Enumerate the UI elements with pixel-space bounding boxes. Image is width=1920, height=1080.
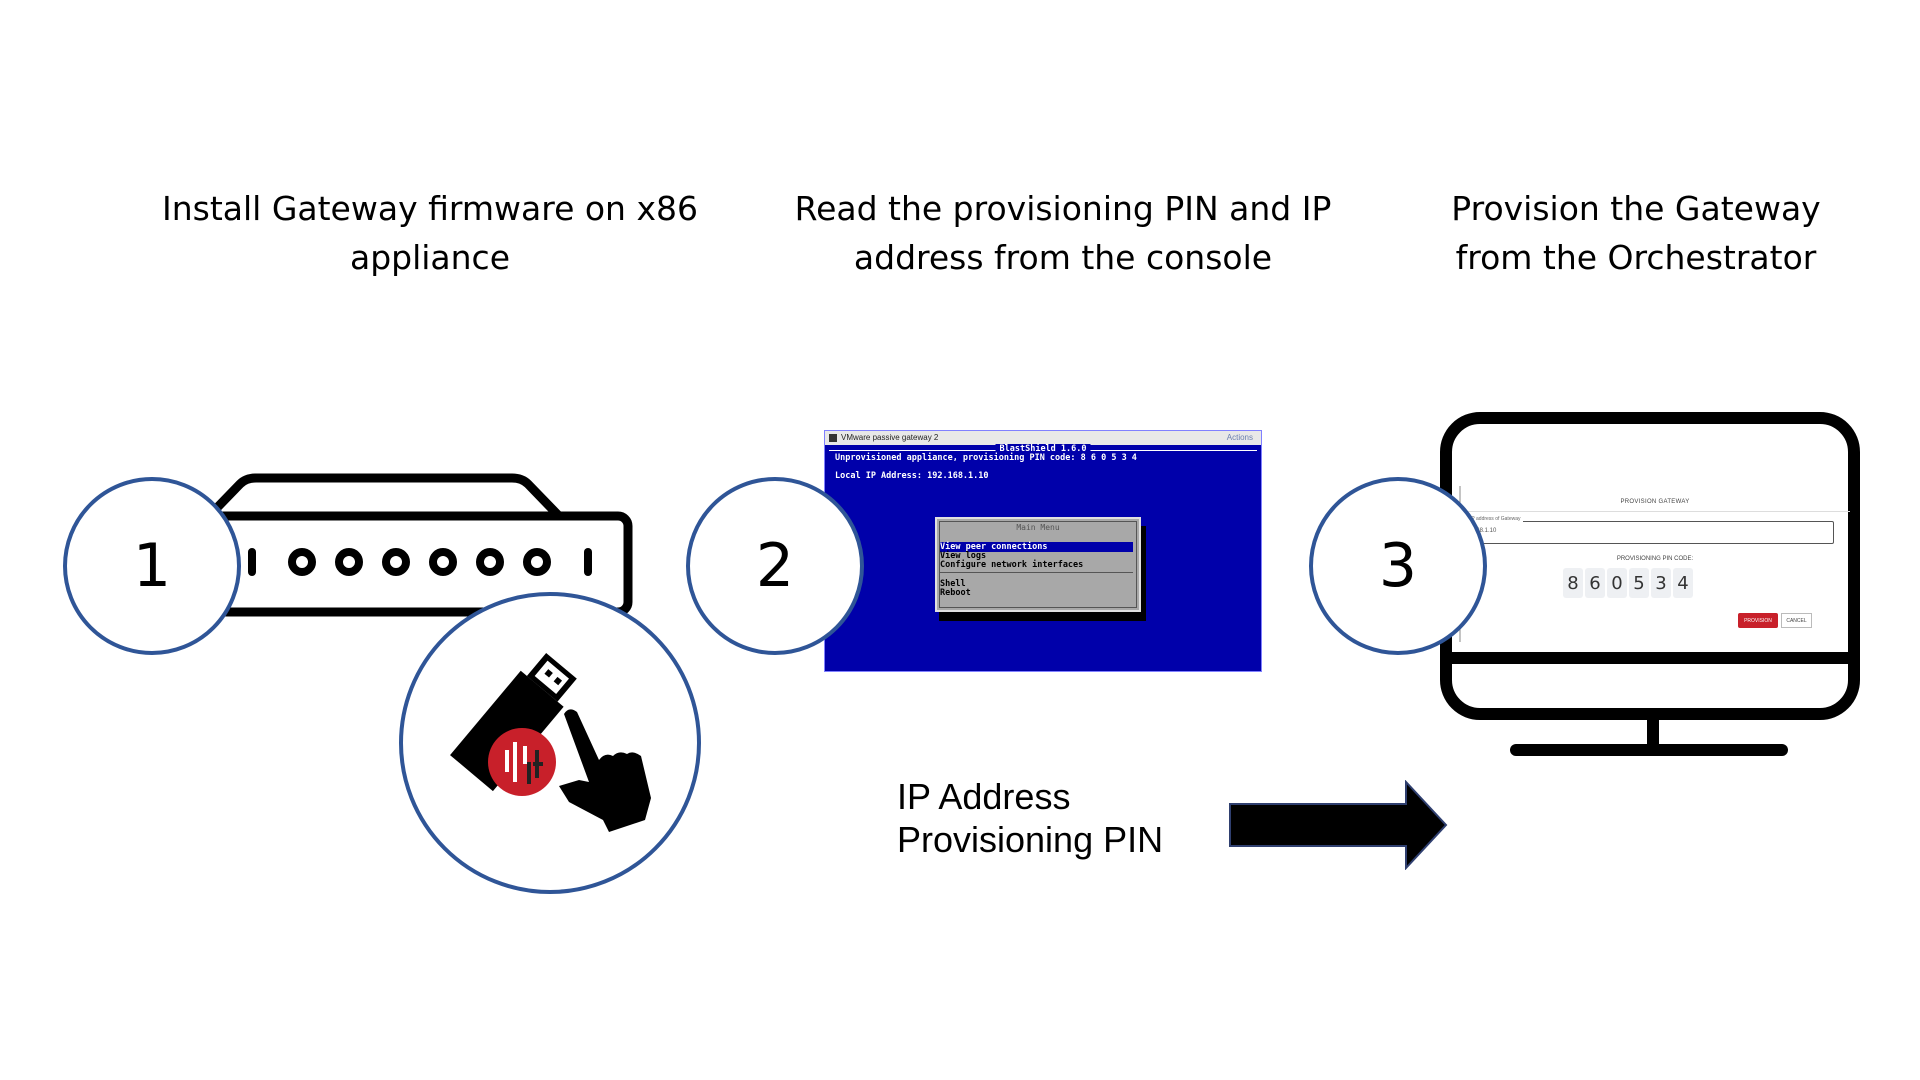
menu-frame [939, 521, 1137, 608]
step-1-title: Install Gateway firmware on x86 applianc… [162, 189, 698, 277]
step-1-badge: 1 [63, 477, 241, 655]
console-window-title: VMware passive gateway 2 [841, 433, 939, 442]
pin-digit-5[interactable]: 3 [1651, 568, 1671, 598]
step-2-number: 2 [755, 531, 795, 601]
gateway-ip-input[interactable] [1466, 521, 1834, 544]
usb-install-badge [399, 592, 701, 894]
pin-code-inputs: 8 6 0 5 3 4 [1563, 568, 1693, 598]
console-actions-menu[interactable]: Actions [1226, 433, 1253, 442]
pin-digit-2[interactable]: 6 [1585, 568, 1605, 598]
gateway-ip-value: 2.168.1.10 [1468, 528, 1497, 534]
step-2-title: Read the provisioning PIN and IP address… [794, 189, 1332, 277]
console-product-version: BlastShield 1.6.0 [995, 444, 1091, 454]
usb-drive-icon [450, 652, 577, 792]
provision-button[interactable]: PROVISION [1738, 613, 1778, 628]
step-1-number: 1 [132, 531, 172, 601]
pointing-hand-icon [559, 709, 651, 832]
step-3-title: Provision the Gateway from the Orchestra… [1451, 189, 1821, 277]
menu-item-reboot[interactable]: Reboot [940, 588, 971, 598]
menu-title: Main Menu [1016, 523, 1060, 532]
dialog-title: PROVISION GATEWAY [1620, 499, 1690, 505]
pin-digit-1[interactable]: 8 [1563, 568, 1583, 598]
menu-separator [940, 572, 1133, 573]
pin-digit-3[interactable]: 0 [1607, 568, 1627, 598]
usb-install-illustration [450, 652, 651, 832]
step-3-badge: 3 [1309, 477, 1487, 655]
menu-item-view-peer-connections[interactable]: View peer connections [940, 542, 1133, 552]
cancel-button[interactable]: CANCEL [1781, 613, 1812, 628]
step-3-number: 3 [1378, 531, 1418, 601]
console-status-line: Unprovisioned appliance, provisioning PI… [835, 453, 1137, 463]
console-window: VMware passive gateway 2 Actions BlastSh… [824, 430, 1262, 672]
menu-item-view-logs[interactable]: View logs [940, 551, 987, 561]
transfer-label: IP Address Provisioning PIN [897, 776, 1164, 860]
dialog-separator [1460, 511, 1850, 512]
gateway-ip-label: IP address of Gateway [1468, 516, 1523, 522]
brand-logo-icon [488, 728, 556, 796]
console-main-menu: Main Menu View peer connections View log… [935, 517, 1141, 612]
pin-code-label: PROVISIONING PIN CODE: [1616, 556, 1694, 562]
console-ip-line: Local IP Address: 192.168.1.10 [835, 471, 989, 481]
menu-item-shell[interactable]: Shell [940, 579, 966, 589]
step-2-badge: 2 [686, 477, 864, 655]
menu-item-configure-network[interactable]: Configure network interfaces [940, 560, 1084, 570]
right-arrow-icon [1229, 780, 1448, 870]
vm-window-icon [829, 434, 837, 442]
console-titlebar: VMware passive gateway 2 Actions [825, 431, 1261, 445]
pin-digit-6[interactable]: 4 [1673, 568, 1693, 598]
pin-digit-4[interactable]: 5 [1629, 568, 1649, 598]
